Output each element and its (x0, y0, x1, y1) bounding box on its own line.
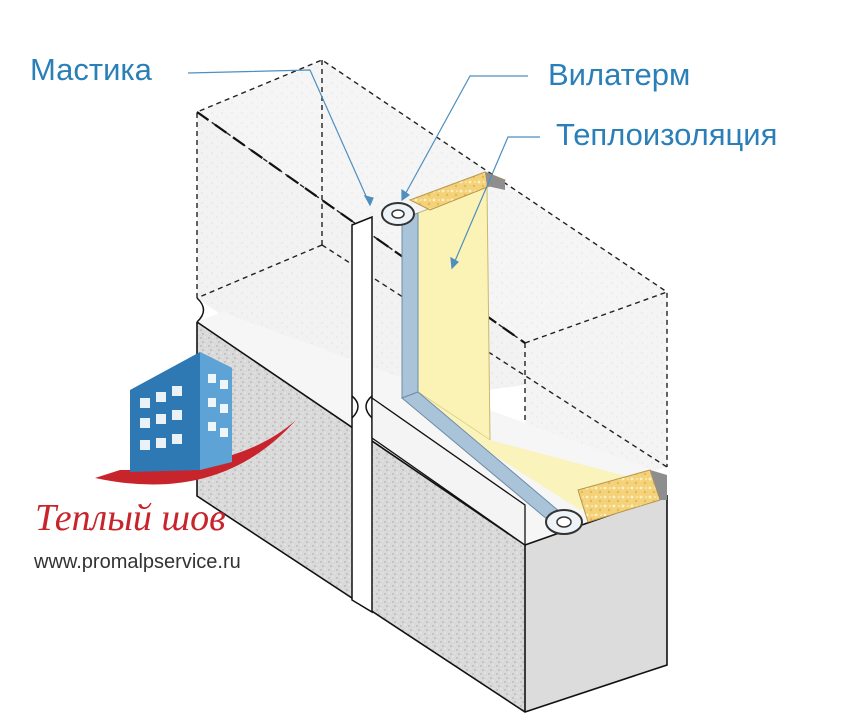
label-insulation: Теплоизоляция (556, 117, 778, 152)
leader-lines (187, 69, 540, 270)
leader-vilaterm (401, 75, 528, 201)
logo-url: www.promalpservice.ru (34, 551, 241, 573)
logo-brand-name: Теплый шов (35, 497, 226, 539)
label-vilaterm: Вилатерм (548, 57, 691, 92)
logo-building-icon (95, 352, 296, 485)
leader-insulation (451, 136, 540, 269)
insulation-layer (408, 171, 667, 523)
horizontal-joint (196, 297, 526, 547)
vilaterm-cord (381, 202, 583, 535)
vertical-joint (351, 215, 373, 614)
label-mastika: Мастика (30, 52, 152, 87)
leader-mastika (187, 69, 371, 206)
